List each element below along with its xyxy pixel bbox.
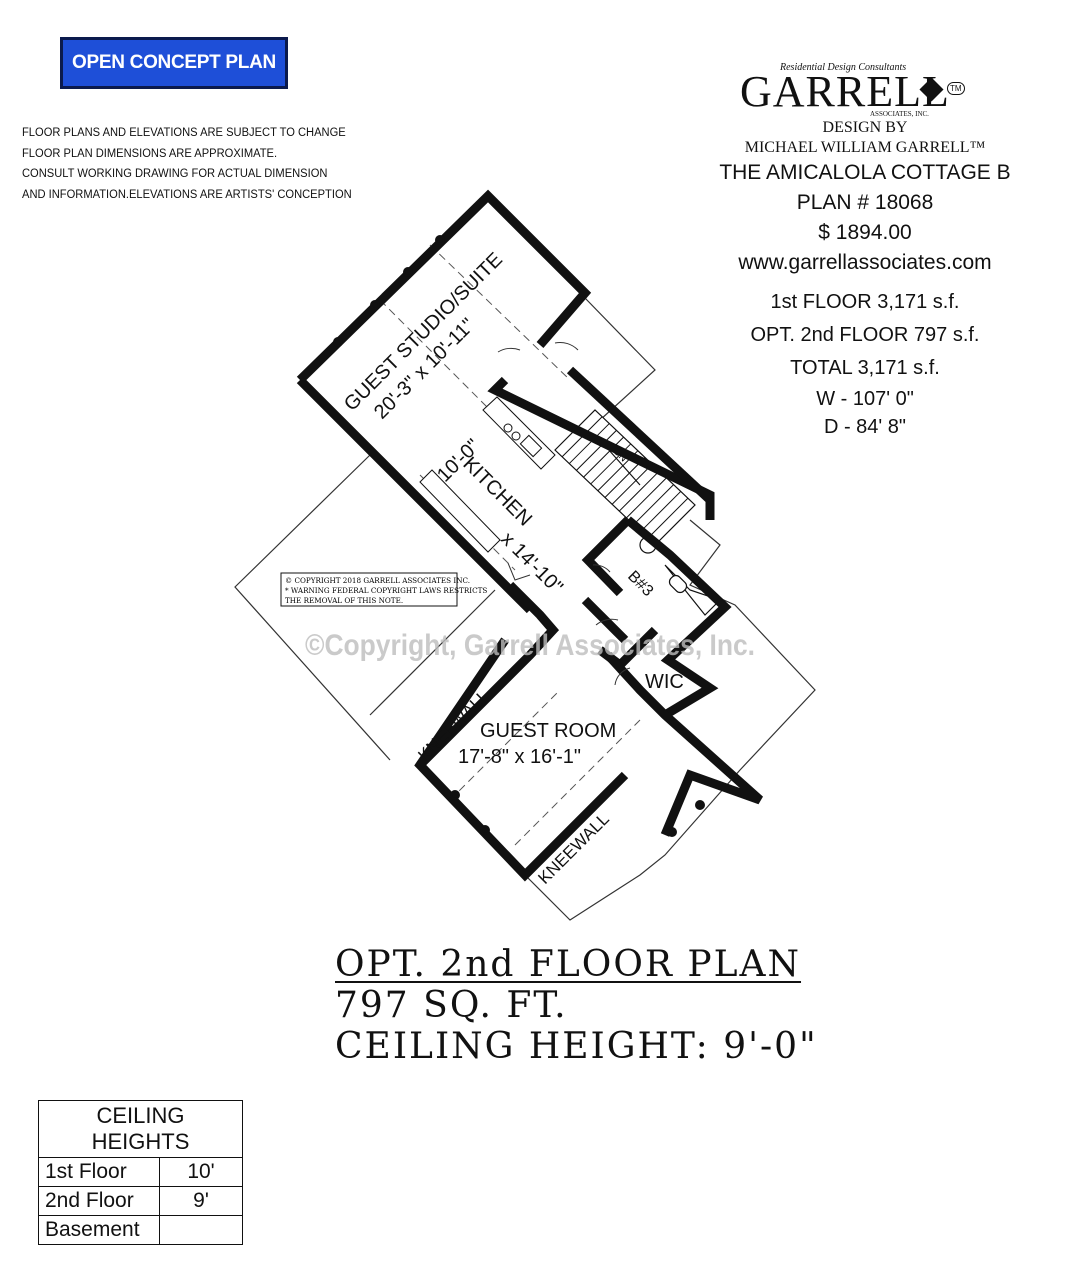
copyright-note-line: THE REMOVAL OF THIS NOTE. bbox=[285, 596, 403, 605]
stair-tread bbox=[647, 497, 689, 539]
designer-name: MICHAEL WILLIAM GARRELL™ bbox=[744, 139, 986, 156]
trademark-badge: TM bbox=[947, 82, 965, 95]
disclaimer-line: FLOOR PLAN DIMENSIONS ARE APPROXIMATE. bbox=[22, 145, 278, 160]
table-row: 1st Floor 10' bbox=[38, 1157, 243, 1187]
ceiling-row-label: 1st Floor bbox=[38, 1157, 160, 1187]
disclaimer-text: FLOOR PLANS AND ELEVATIONS ARE SUBJECT T… bbox=[22, 122, 388, 204]
plan-price: $ 1894.00 bbox=[818, 221, 912, 244]
table-row: 2nd Floor 9' bbox=[38, 1186, 243, 1216]
copyright-note: © COPYRIGHT 2018 GARRELL ASSOCIATES INC.… bbox=[280, 572, 487, 607]
stair-tread bbox=[640, 491, 682, 532]
room-dims-guest-room: 17'-8" x 16'-1" bbox=[458, 746, 581, 768]
room-label-wic: WIC bbox=[645, 671, 684, 693]
second-floor-area: OPT. 2nd FLOOR 797 s.f. bbox=[750, 324, 980, 346]
bath-fixtures bbox=[639, 536, 722, 616]
stair-tread bbox=[611, 463, 653, 505]
logo-name: GARRELL bbox=[740, 67, 950, 116]
doors bbox=[497, 342, 631, 686]
copyright-watermark: ©Copyright, Garrell Associates, Inc. bbox=[305, 629, 755, 662]
plan-number: PLAN # 18068 bbox=[796, 191, 934, 214]
ceiling-row-label: 2nd Floor bbox=[38, 1186, 160, 1216]
ceiling-heights-table: CEILING HEIGHTS 1st Floor 10' 2nd Floor … bbox=[38, 1100, 243, 1245]
total-area: TOTAL 3,171 s.f. bbox=[790, 357, 940, 379]
walls bbox=[296, 189, 764, 882]
ceiling-row-value bbox=[159, 1215, 243, 1245]
table-row: Basement bbox=[38, 1215, 243, 1245]
kitchen-counter bbox=[419, 396, 556, 553]
ceiling-row-value: 10' bbox=[159, 1157, 243, 1187]
depth-dimension: D - 84' 8" bbox=[823, 416, 907, 438]
plan-info: DESIGN BY MICHAEL WILLIAM GARRELL™ THE A… bbox=[700, 118, 1030, 441]
website: www.garrellassociates.com bbox=[738, 251, 992, 274]
ceiling-row-label: Basement bbox=[38, 1215, 160, 1245]
room-label-bath: B#3 bbox=[624, 568, 656, 600]
width-dimension: W - 107' 0" bbox=[816, 388, 914, 410]
plan-ceiling-height: CEILING HEIGHT: 9'-0" bbox=[335, 1026, 818, 1067]
stair-tread bbox=[568, 423, 610, 464]
stair-tread bbox=[633, 484, 674, 525]
stair-tread bbox=[576, 430, 617, 471]
logo-tagline: Residential Design Consultants bbox=[780, 62, 907, 73]
room-label-studio: GUEST STUDIO/SUITE bbox=[340, 249, 507, 416]
plan-name: THE AMICALOLA COTTAGE B bbox=[719, 161, 1011, 184]
ceiling-row-value: 9' bbox=[159, 1186, 243, 1216]
plan-title: OPT. 2nd FLOOR PLAN bbox=[335, 944, 802, 985]
garrell-logo: Residential Design Consultants GARRELL T… bbox=[735, 62, 1005, 122]
windows bbox=[333, 235, 705, 837]
design-by: DESIGN BY bbox=[822, 119, 908, 136]
disclaimer-line: CONSULT WORKING DRAWING FOR ACTUAL DIMEN… bbox=[22, 166, 328, 180]
open-concept-badge: OPEN CONCEPT PLAN bbox=[60, 37, 288, 89]
logo-subname: ASSOCIATES, INC. bbox=[870, 110, 929, 118]
copyright-note-line: © COPYRIGHT 2018 GARRELL ASSOCIATES INC. bbox=[285, 576, 470, 585]
stair-tread bbox=[626, 477, 667, 519]
first-floor-area: 1st FLOOR 3,171 s.f. bbox=[770, 291, 960, 313]
copyright-note-line: * WARNING FEDERAL COPYRIGHT LAWS RESTRIC… bbox=[285, 586, 487, 595]
disclaimer-line: FLOOR PLANS AND ELEVATIONS ARE SUBJECT T… bbox=[22, 125, 346, 139]
disclaimer-line: AND INFORMATION.ELEVATIONS ARE ARTISTS' … bbox=[22, 186, 352, 201]
stair-tread bbox=[583, 436, 624, 478]
roof-outline bbox=[234, 297, 816, 921]
room-label-guest-room: GUEST ROOM bbox=[480, 720, 616, 742]
plan-title-block: OPT. 2nd FLOOR PLAN 797 SQ. FT. CEILING … bbox=[335, 944, 818, 1067]
ceiling-heights-header: CEILING HEIGHTS bbox=[38, 1100, 243, 1158]
plan-sqft: 797 SQ. FT. bbox=[335, 985, 568, 1026]
stair-tread bbox=[618, 470, 660, 512]
